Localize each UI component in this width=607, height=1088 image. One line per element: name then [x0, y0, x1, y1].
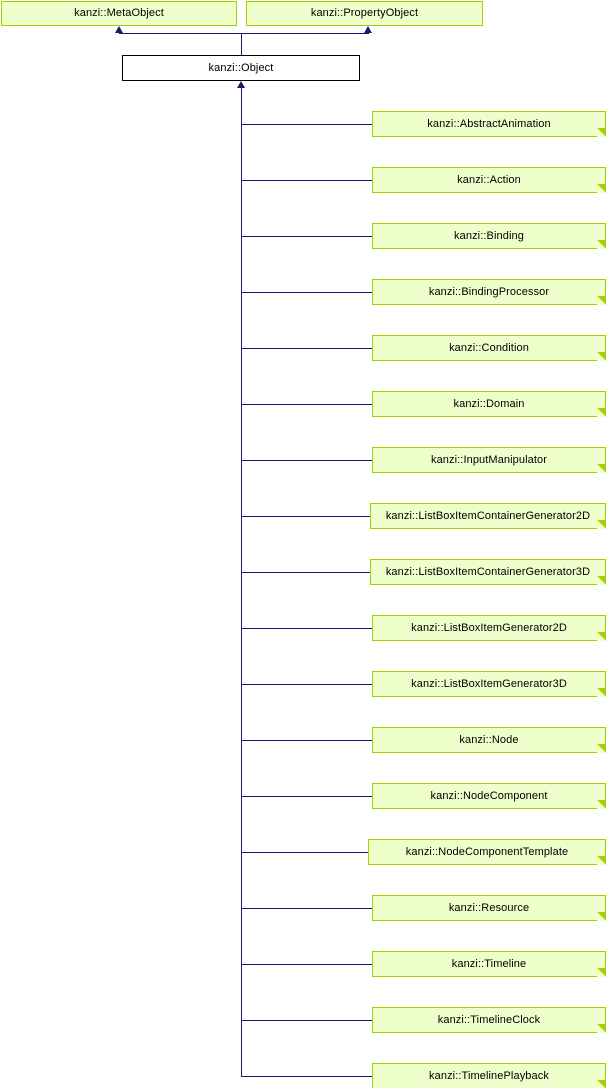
generalization-arrow-propertyobject	[364, 26, 372, 33]
class-node-timeline[interactable]: kanzi::Timeline	[372, 951, 606, 977]
class-node-timeline-playback[interactable]: kanzi::TimelinePlayback	[372, 1063, 606, 1088]
class-node-list-box-item-generator2-d-label: kanzi::ListBoxItemGenerator2D	[411, 621, 567, 634]
class-node-timeline-playback-label: kanzi::TimelinePlayback	[429, 1069, 549, 1082]
folded-corner-icon	[597, 800, 606, 809]
class-node-object[interactable]: kanzi::Object	[122, 55, 360, 81]
edge-root-stem	[241, 33, 242, 55]
folded-corner-icon	[597, 576, 606, 585]
class-node-binding-label: kanzi::Binding	[454, 229, 524, 242]
folded-corner-icon	[597, 240, 606, 249]
class-node-list-box-item-generator3-d-label: kanzi::ListBoxItemGenerator3D	[411, 677, 567, 690]
folded-corner-icon	[597, 184, 606, 193]
class-node-property-object[interactable]: kanzi::PropertyObject	[246, 1, 483, 26]
folded-corner-icon	[597, 912, 606, 921]
class-node-timeline-clock-label: kanzi::TimelineClock	[437, 1013, 541, 1026]
edge-branch-domain	[241, 404, 372, 405]
edge-branch-list-box-item-generator2-d	[241, 628, 372, 629]
class-node-condition[interactable]: kanzi::Condition	[372, 335, 606, 361]
class-node-abstract-animation-label: kanzi::AbstractAnimation	[427, 117, 551, 130]
class-node-input-manipulator-label: kanzi::InputManipulator	[430, 453, 548, 466]
edge-branch-node	[241, 740, 372, 741]
class-node-object-label: kanzi::Object	[208, 61, 274, 74]
class-node-abstract-animation[interactable]: kanzi::AbstractAnimation	[372, 111, 606, 137]
class-node-node-component-template-label: kanzi::NodeComponentTemplate	[405, 845, 569, 858]
folded-corner-icon	[597, 408, 606, 417]
folded-corner-icon	[597, 464, 606, 473]
class-node-timeline-label: kanzi::Timeline	[451, 957, 527, 970]
folded-corner-icon	[597, 1080, 606, 1088]
folded-corner-icon	[597, 1024, 606, 1033]
class-node-node-component-template[interactable]: kanzi::NodeComponentTemplate	[368, 839, 606, 865]
class-node-binding-processor[interactable]: kanzi::BindingProcessor	[372, 279, 606, 305]
generalization-arrow-object	[237, 81, 245, 88]
folded-corner-icon	[597, 968, 606, 977]
edge-branch-list-box-item-container-generator3-d	[241, 572, 370, 573]
class-node-meta-object-label: kanzi::MetaObject	[74, 7, 164, 19]
edge-branch-list-box-item-generator3-d	[241, 684, 372, 685]
class-node-list-box-item-generator3-d[interactable]: kanzi::ListBoxItemGenerator3D	[372, 671, 606, 697]
class-node-list-box-item-container-generator3-d-label: kanzi::ListBoxItemContainerGenerator3D	[385, 565, 591, 578]
folded-corner-icon	[597, 856, 606, 865]
folded-corner-icon	[597, 352, 606, 361]
class-node-input-manipulator[interactable]: kanzi::InputManipulator	[372, 447, 606, 473]
folded-corner-icon	[597, 520, 606, 529]
edge-branch-condition	[241, 348, 372, 349]
edge-branch-binding	[241, 236, 372, 237]
class-node-timeline-clock[interactable]: kanzi::TimelineClock	[372, 1007, 606, 1033]
edge-branch-resource	[241, 908, 372, 909]
class-node-list-box-item-generator2-d[interactable]: kanzi::ListBoxItemGenerator2D	[372, 615, 606, 641]
class-node-node-component[interactable]: kanzi::NodeComponent	[372, 783, 606, 809]
folded-corner-icon	[597, 296, 606, 305]
edge-branch-binding-processor	[241, 292, 372, 293]
folded-corner-icon	[597, 632, 606, 641]
folded-corner-icon	[597, 688, 606, 697]
edge-branch-timeline-playback	[241, 1076, 372, 1077]
class-node-binding[interactable]: kanzi::Binding	[372, 223, 606, 249]
edge-branch-action	[241, 180, 372, 181]
edge-branch-node-component	[241, 796, 372, 797]
class-node-list-box-item-container-generator2-d[interactable]: kanzi::ListBoxItemContainerGenerator2D	[370, 503, 606, 529]
class-node-node-component-label: kanzi::NodeComponent	[430, 789, 548, 802]
class-node-domain[interactable]: kanzi::Domain	[372, 391, 606, 417]
edge-branch-input-manipulator	[241, 460, 372, 461]
edge-branch-timeline-clock	[241, 1020, 372, 1021]
class-node-resource-label: kanzi::Resource	[448, 901, 530, 914]
folded-corner-icon	[597, 128, 606, 137]
folded-corner-icon	[597, 744, 606, 753]
class-node-resource[interactable]: kanzi::Resource	[372, 895, 606, 921]
class-node-condition-label: kanzi::Condition	[449, 341, 529, 354]
class-node-meta-object[interactable]: kanzi::MetaObject	[1, 1, 237, 26]
class-node-node[interactable]: kanzi::Node	[372, 727, 606, 753]
class-node-node-label: kanzi::Node	[459, 733, 519, 746]
generalization-arrow-metaobject	[115, 26, 123, 33]
class-node-action[interactable]: kanzi::Action	[372, 167, 606, 193]
class-node-list-box-item-container-generator2-d-label: kanzi::ListBoxItemContainerGenerator2D	[385, 509, 591, 522]
class-node-domain-label: kanzi::Domain	[453, 397, 525, 410]
edge-parent-bus	[119, 33, 369, 34]
class-node-action-label: kanzi::Action	[457, 173, 521, 186]
edge-branch-node-component-template	[241, 852, 368, 853]
edge-branch-list-box-item-container-generator2-d	[241, 516, 370, 517]
edge-branch-timeline	[241, 964, 372, 965]
edge-branch-abstract-animation	[241, 124, 372, 125]
class-node-property-object-label: kanzi::PropertyObject	[310, 7, 419, 19]
class-node-binding-processor-label: kanzi::BindingProcessor	[428, 285, 550, 298]
edge-children-trunk	[241, 87, 242, 1076]
class-node-list-box-item-container-generator3-d[interactable]: kanzi::ListBoxItemContainerGenerator3D	[370, 559, 606, 585]
